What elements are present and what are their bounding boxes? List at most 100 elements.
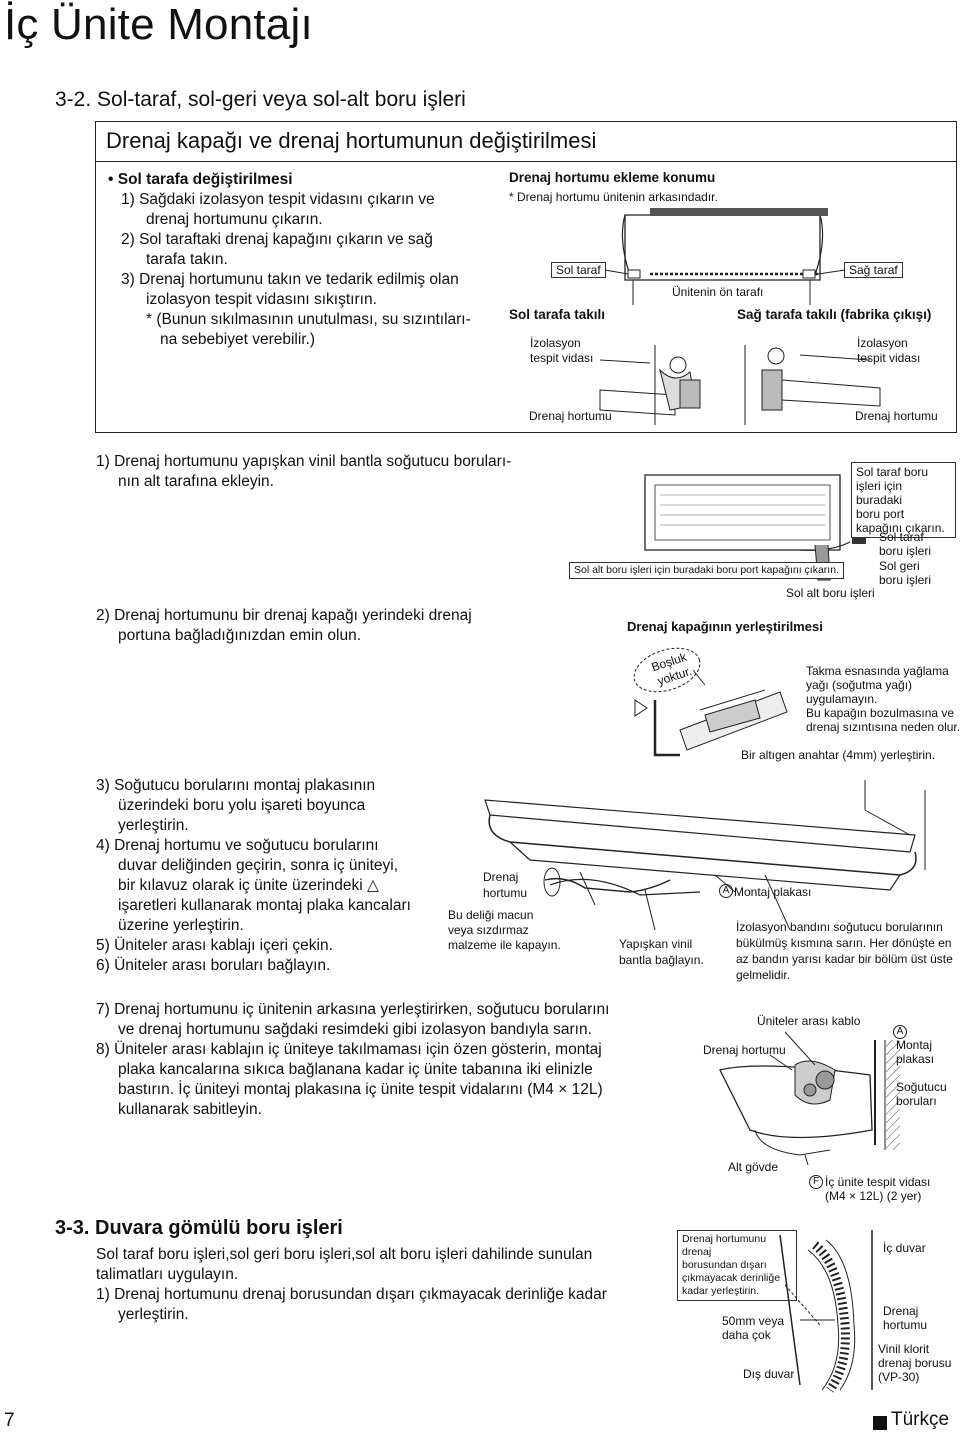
label-left-side: Sol taraf xyxy=(551,262,606,278)
s33-inner-wall: İç duvar xyxy=(883,1241,926,1255)
language-square-icon xyxy=(873,1416,887,1430)
label-insulation-screw-left-2: tespit vidası xyxy=(530,351,594,365)
s33-pipe-3: (VP-30) xyxy=(878,1370,920,1384)
warning-1: Takma esnasında yağlama xyxy=(806,664,949,678)
step-b-4-line2: duvar deliğinden geçirin, sonra iç ünite… xyxy=(118,857,399,874)
section-heading-3-3: 3-3. Duvara gömülü boru işleri xyxy=(55,1217,343,1239)
step-3-note1: * (Bunun sıkılmasının unutulması, su sız… xyxy=(146,311,471,328)
diagram-note: * Drenaj hortumu ünitenin arkasındadır. xyxy=(509,190,718,204)
label-right-side: Sağ taraf xyxy=(844,262,903,278)
step-3-line1: 3) Drenaj hortumunu takın ve tedarik edi… xyxy=(121,271,459,288)
indoor-unit-top-view xyxy=(599,208,881,425)
c-drain-hose-label: Drenaj hortumu xyxy=(703,1043,786,1057)
step-c-7-line2: ve drenaj hortumunu sağdaki resimdeki gi… xyxy=(118,1021,592,1038)
label-back-piping-1: Sol geri xyxy=(879,559,920,573)
step-c-8-line3: bastırın. İç üniteyi montaj plakasına iç… xyxy=(118,1081,603,1098)
step-b-4-line1: 4) Drenaj hortumu ve soğutucu borularını xyxy=(96,837,379,854)
b-plate-marker: A xyxy=(719,884,733,898)
warning-2: yağı (soğutma yağı) xyxy=(806,678,913,692)
step-a-1-line2: nın alt tarafına ekleyin. xyxy=(118,473,274,490)
step-a-2-line1: 2) Drenaj hortumunu bir drenaj kapağı ye… xyxy=(96,607,472,624)
s33-line3: 1) Drenaj hortumunu drenaj borusundan dı… xyxy=(96,1286,607,1303)
left-change-heading: • Sol tarafa değiştirilmesi xyxy=(108,171,293,188)
unit-on-plate-diagram xyxy=(484,780,926,931)
c-screw-2: (M4 × 12L) (2 yer) xyxy=(825,1189,922,1203)
c-plate-2: plakası xyxy=(896,1052,935,1066)
language-label: Türkçe xyxy=(891,1409,950,1430)
label-right-attached: Sağ tarafa takılı (fabrika çıkışı) xyxy=(737,307,932,322)
callout-left-port: Sol taraf boru işleri için buradaki boru… xyxy=(851,462,956,538)
step-1-line1: 1) Sağdaki izolasyon tespit vidasını çık… xyxy=(121,191,435,208)
replace-drain-box xyxy=(95,121,957,433)
b-plate-label: Montaj plakası xyxy=(734,885,812,899)
label-bottom-piping: Sol alt boru işleri xyxy=(786,586,875,600)
step-2-line1: 2) Sol taraftaki drenaj kapağını çıkarın… xyxy=(121,231,433,248)
s33-line1: Sol taraf boru işleri,sol geri boru işle… xyxy=(96,1246,593,1263)
s33-drain-hose-2: hortumu xyxy=(883,1318,928,1332)
warning-3: uygulamayın. xyxy=(806,692,878,706)
c-cable-label: Üniteler arası kablo xyxy=(757,1014,861,1028)
drain-cap-diagram xyxy=(633,647,788,757)
step-b-5: 5) Üniteler arası kablajı içeri çekin. xyxy=(96,937,333,954)
step-b-3-line1: 3) Soğutucu borularını montaj plakasının xyxy=(96,777,376,794)
step-2-line2: tarafa takın. xyxy=(146,251,228,268)
step-1-line2: drenaj hortumunu çıkarın. xyxy=(146,211,323,228)
b-tape-1: Yapışkan vinil xyxy=(619,937,693,951)
s33-outer-wall: Dış duvar xyxy=(743,1367,795,1381)
s33-pipe-1: Vinil klorit xyxy=(878,1342,930,1356)
section-heading-3-2: 3-2. Sol-taraf, sol-geri veya sol-alt bo… xyxy=(55,88,466,111)
step-c-8-line2: plaka kancalarına sıkıca bağlanana kadar… xyxy=(118,1061,593,1078)
replace-drain-box-divider xyxy=(95,161,957,163)
s33-line4: yerleştirin. xyxy=(118,1306,189,1323)
b-putty-2: veya sızdırmaz xyxy=(448,923,529,937)
step-b-6: 6) Üniteler arası boruları bağlayın. xyxy=(96,957,331,974)
c-marker-f: F xyxy=(809,1175,823,1189)
page-title: İç Ünite Montajı xyxy=(4,0,313,49)
embedded-pipe-diagram xyxy=(779,1230,873,1393)
label-drain-hose-left: Drenaj hortumu xyxy=(529,409,612,423)
c-screw-1: İç ünite tespit vidası xyxy=(825,1175,931,1189)
s33-line2: talimatları uygulayın. xyxy=(96,1266,239,1283)
step-3-line2: izolasyon tespit vidasını sıkıştırın. xyxy=(146,291,377,308)
c-plate-1: Montaj xyxy=(896,1038,933,1052)
s33-depth-2: daha çok xyxy=(722,1328,771,1342)
step-b-3-line2: üzerindeki boru yolu işareti boyunca xyxy=(118,797,366,814)
unit-side-section-diagram xyxy=(719,1031,900,1166)
b-wrap-1: İzolasyon bandını soğutucu borularının xyxy=(736,920,943,934)
box-title: Drenaj kapağı ve drenaj hortumunun değiş… xyxy=(106,128,597,153)
c-pipes-1: Soğutucu xyxy=(896,1080,947,1094)
b-putty-3: malzeme ile kapayın. xyxy=(448,938,561,952)
step-b-4-line5: üzerine yerleştirin. xyxy=(118,917,244,934)
b-wrap-2: bükülmüş kısmına sarın. Her dönüşte en xyxy=(736,936,952,950)
b-drain-hose-1: Drenaj xyxy=(483,870,519,884)
s33-pipe-2: drenaj borusu xyxy=(878,1356,952,1370)
b-drain-hose-2: hortumu xyxy=(483,886,528,900)
diagram-title: Drenaj hortumu ekleme konumu xyxy=(509,170,716,185)
s33-box-note: Drenaj hortumunu drenaj borusundan dışar… xyxy=(677,1230,797,1301)
b-putty-1: Bu deliği macun xyxy=(448,908,534,922)
cap-title: Drenaj kapağının yerleştirilmesi xyxy=(627,619,823,634)
label-back-piping-2: boru işleri xyxy=(879,573,932,587)
callout-bottom-port: Sol alt boru işleri için buradaki boru p… xyxy=(569,562,844,579)
label-left-piping-2: boru işleri xyxy=(879,544,932,558)
step-c-8-line1: 8) Üniteler arası kablajın iç üniteye ta… xyxy=(96,1041,602,1058)
step-b-3-line3: yerleştirin. xyxy=(118,817,189,834)
page-number: 7 xyxy=(4,1410,15,1431)
warning-5: drenaj sızıntısına neden olur. xyxy=(806,720,960,734)
step-a-2-line2: portuna bağladığınızdan emin olun. xyxy=(118,627,362,644)
c-marker-a: A xyxy=(893,1025,907,1039)
label-insulation-screw-right-2: tespit vidası xyxy=(857,351,921,365)
warning-4: Bu kapağın bozulmasına ve xyxy=(806,706,955,720)
step-c-7-line1: 7) Drenaj hortumunu iç ünitenin arkasına… xyxy=(96,1001,610,1018)
hex-key-note: Bir altıgen anahtar (4mm) yerleştirin. xyxy=(741,748,936,762)
step-3-note2: na sebebiyet verebilir.) xyxy=(160,331,316,348)
label-insulation-screw-left-1: İzolasyon xyxy=(530,336,581,350)
step-c-8-line4: kullanarak sabitleyin. xyxy=(118,1101,262,1118)
b-wrap-3: az bandın yarısı kadar bir bölüm üst üst… xyxy=(736,952,953,966)
c-pipes-2: boruları xyxy=(896,1094,937,1108)
step-a-1-line1: 1) Drenaj hortumunu yapışkan vinil bantl… xyxy=(96,453,512,470)
label-left-piping-1: Sol taraf xyxy=(879,530,924,544)
b-tape-2: bantla bağlayın. xyxy=(619,953,704,967)
s33-drain-hose-1: Drenaj xyxy=(883,1304,919,1318)
label-insulation-screw-right-1: İzolasyon xyxy=(857,336,908,350)
